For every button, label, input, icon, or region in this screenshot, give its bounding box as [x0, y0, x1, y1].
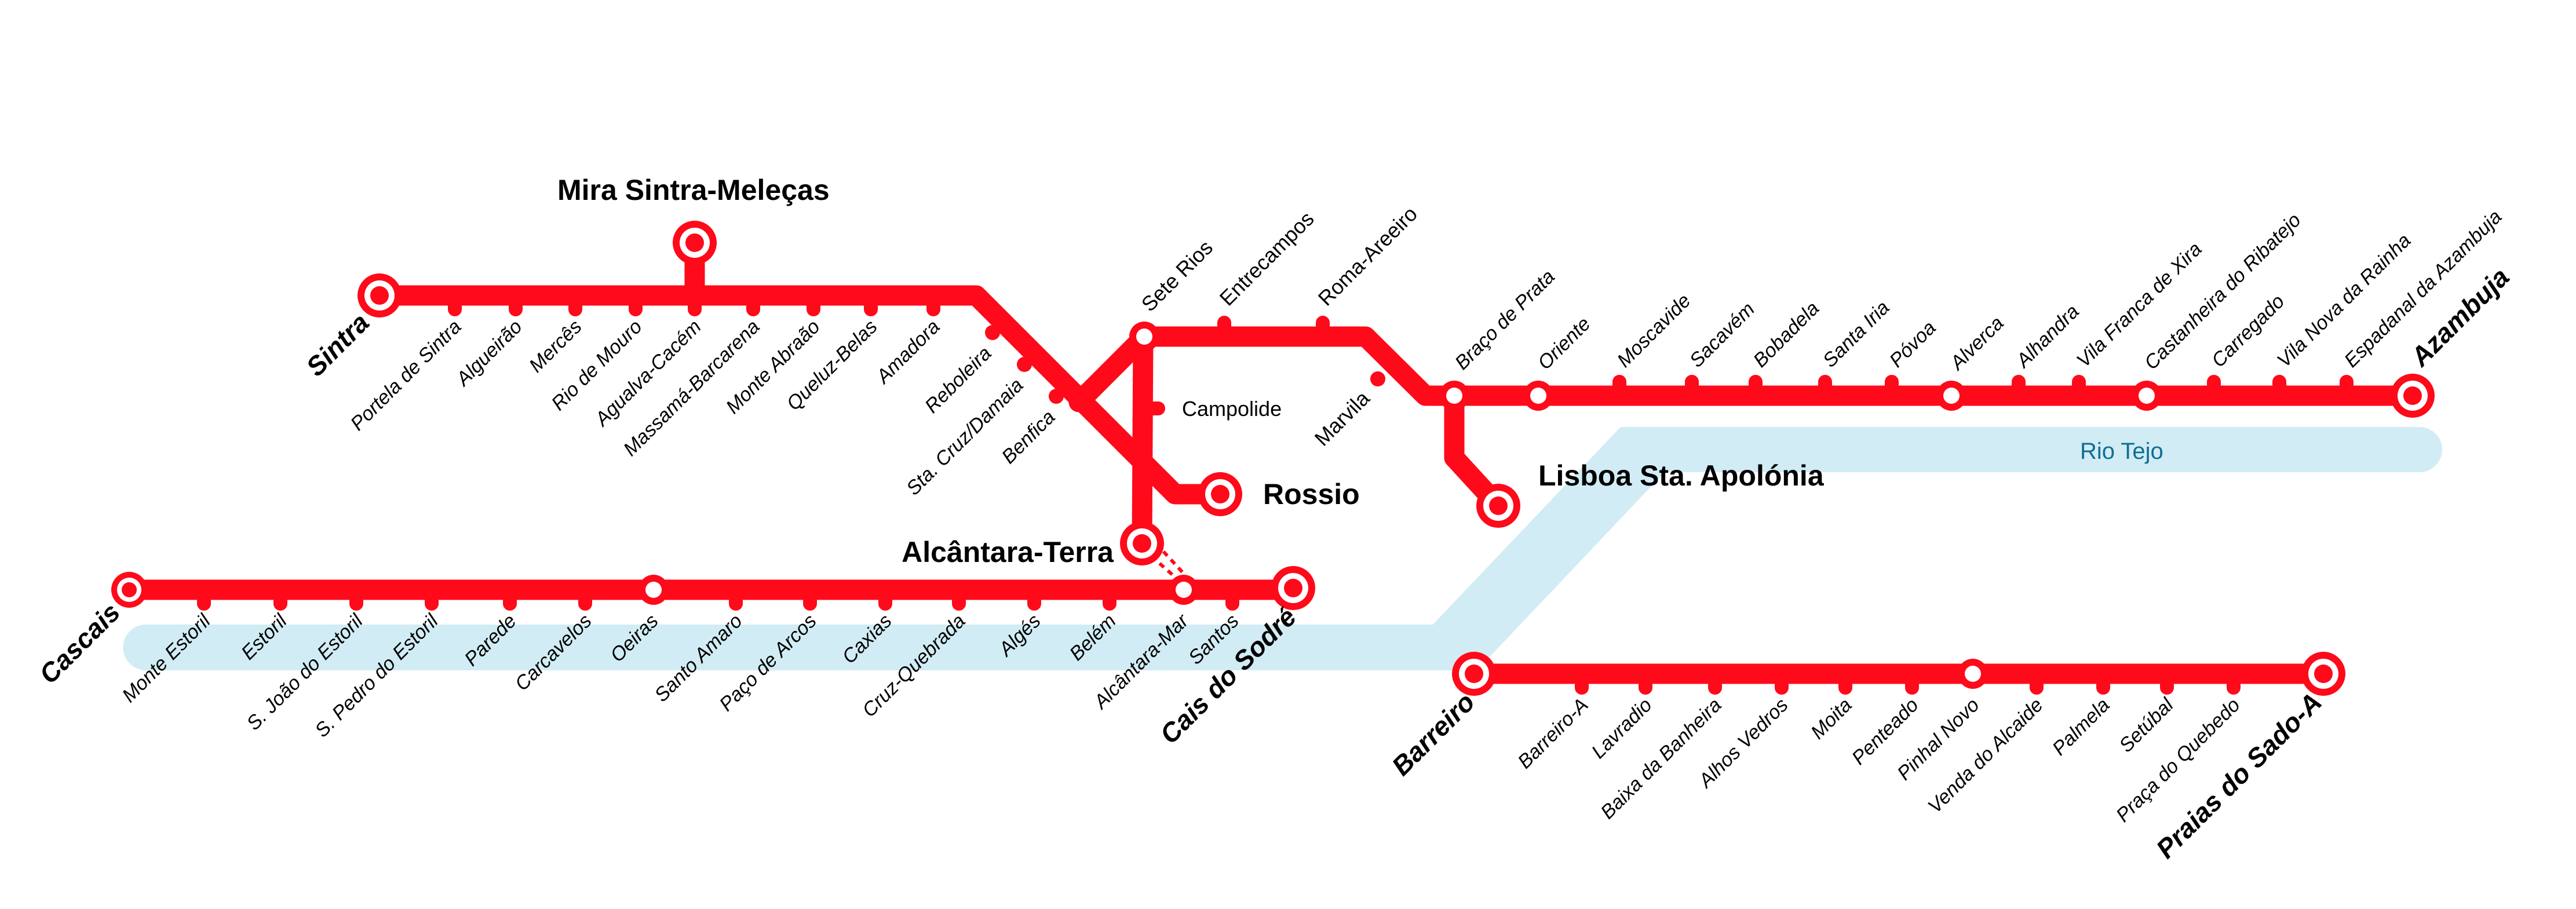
station-label: Agualva-Cacém — [590, 316, 705, 431]
station-label: Póvoa — [1885, 317, 1940, 372]
river-tejo — [123, 427, 2442, 670]
terminal-cascais — [111, 572, 147, 608]
alcantara-terra-branch — [1132, 326, 1154, 554]
station-label: Sta. Cruz/Damaia — [902, 374, 1028, 500]
river-label: Rio Tejo — [2080, 439, 2163, 464]
cintura-line — [1068, 326, 2423, 412]
label-rossio: Rossio — [1263, 478, 1360, 510]
label-cascais: Cascais — [33, 597, 126, 689]
station-label: Oriente — [1534, 313, 1595, 374]
walking-connection-2 — [1162, 550, 1185, 575]
station-label: Amadora — [871, 316, 944, 389]
sado-station-labels: Barreiro-A Lavradio Baixa da Banheira Al… — [1513, 693, 2244, 827]
label-sintra: Sintra — [300, 307, 375, 382]
station-label: Sacavém — [1685, 298, 1759, 372]
cintura-station-labels: Sete Rios Campolide Entrecampos Roma-Are… — [1137, 202, 1559, 450]
station-label: Mercês — [525, 316, 586, 377]
station-label: Roma-Areeiro — [1313, 202, 1422, 310]
station-label: Algueirão — [451, 316, 527, 391]
sintra-station-labels: Portela de Sintra Algueirão Mercês Rio d… — [346, 316, 1060, 500]
label-santa-apolonia: Lisboa Sta. Apolónia — [1538, 459, 1825, 492]
interchange-markers — [638, 322, 2162, 689]
terminal-alcantara-terra — [1120, 521, 1164, 565]
station-label: Palmela — [2048, 694, 2114, 760]
station-label: Sete Rios — [1137, 235, 1217, 316]
station-label: Alverca — [1945, 312, 2008, 375]
station-label: Moscavide — [1613, 290, 1695, 372]
station-label: Alhandra — [2011, 301, 2084, 373]
terminal-mira-sintra — [673, 221, 717, 265]
station-label: Venda do Alcaide — [1924, 694, 2048, 818]
label-mira-sintra: Mira Sintra-Meleças — [557, 174, 830, 206]
station-label: Baixa da Banheira — [1596, 694, 1725, 823]
station-label: Bobadela — [1749, 297, 1823, 371]
station-label: Benfica — [998, 406, 1060, 468]
label-alcantara-terra: Alcântara-Terra — [902, 536, 1114, 568]
station-label: Lavradio — [1588, 694, 1656, 763]
terminal-markers — [111, 221, 2435, 696]
station-label: Vila Franca de Xira — [2073, 238, 2206, 372]
label-barreiro: Barreiro — [1386, 687, 1480, 781]
station-label: Vila Nova da Rainha — [2273, 229, 2416, 372]
terminal-santa-apolonia — [1476, 484, 1520, 528]
station-label: Campolide — [1182, 397, 1282, 421]
terminal-azambuja — [2391, 374, 2435, 418]
station-label: Setúbal — [2115, 693, 2178, 757]
terminal-barreiro — [1452, 652, 1496, 696]
station-label: Santa Iria — [1819, 297, 1894, 372]
station-label: Moita — [1807, 694, 1856, 744]
station-label: Marvila — [1310, 386, 1375, 451]
station-label: Barreiro-A — [1513, 694, 1592, 773]
station-label: Entrecampos — [1215, 207, 1319, 311]
station-ticks — [197, 295, 2354, 695]
terminal-rossio — [1198, 472, 1242, 516]
terminal-sintra — [357, 273, 402, 317]
azambuja-station-labels: Oriente Moscavide Sacavém Bobadela Santa… — [1534, 206, 2506, 375]
terminal-praias-sado — [2301, 652, 2345, 696]
terminal-cais-do-sodre — [1271, 566, 1315, 610]
